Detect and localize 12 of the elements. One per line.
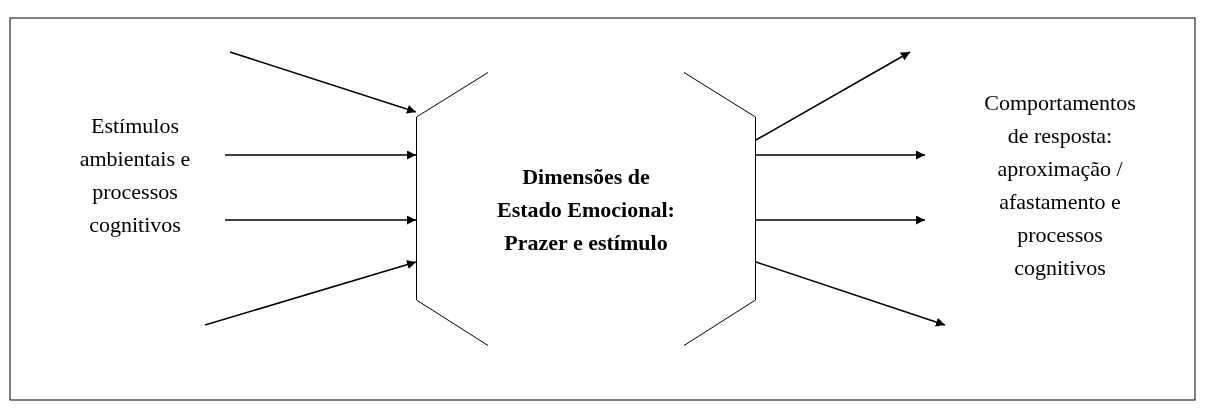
description-text: Comportamentos de resposta: aproximação / afastamento e processos cognitivos: [983, 89, 1137, 282]
description-text: Estímulos ambientais e processos cognitivos: [78, 112, 192, 239]
arrow: [224, 215, 417, 225]
arrow: [755, 261, 946, 327]
arrow: [755, 51, 911, 141]
arrow: [224, 150, 417, 160]
arrow: [755, 215, 926, 225]
bracket-shape: [416, 72, 756, 346]
arrow: [229, 51, 417, 114]
arrow: [755, 150, 926, 160]
arrow: [204, 260, 417, 326]
heading-text: Dimensões de Estado Emocional: Prazer e estímulo: [497, 162, 675, 257]
